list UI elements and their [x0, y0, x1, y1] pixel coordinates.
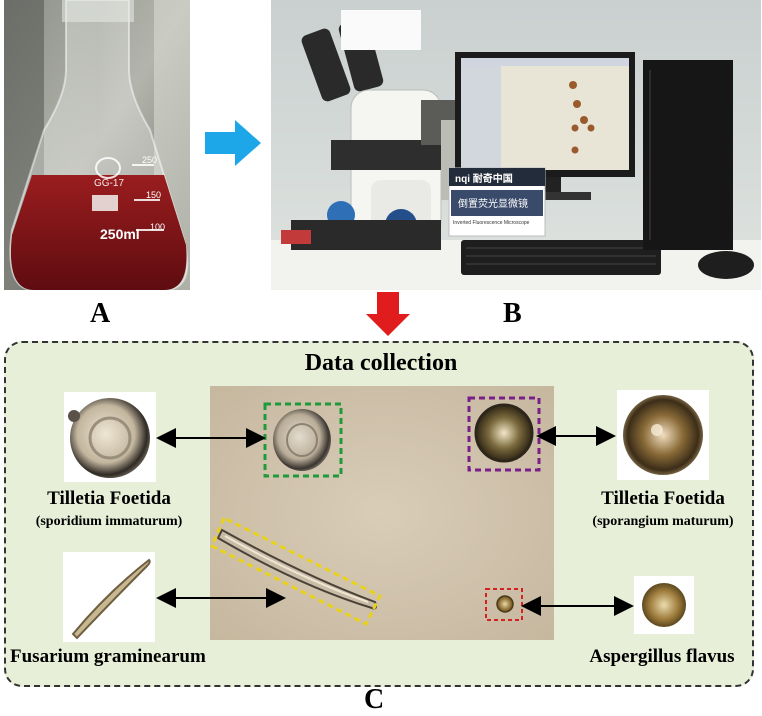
- thumb-tilletia-immature: [64, 392, 156, 482]
- microscope-photo: nqi 耐奇中国 倒置荧光显微镜 Inverted Fluorescence M…: [271, 0, 761, 290]
- species-name-1: Tilletia Foetida: [47, 488, 171, 509]
- sign-title: 倒置荧光显微镜: [458, 199, 528, 210]
- flask-mark-250: 250: [142, 155, 158, 165]
- blue-arrow-icon: [205, 120, 261, 166]
- panel-label-c: C: [364, 684, 385, 715]
- thumb-tilletia-mature: [617, 390, 709, 480]
- micrograph: [210, 386, 554, 640]
- flask-photo: GG-17 250 150 100 250ml: [4, 0, 190, 290]
- flask-mark-100: 100: [150, 222, 166, 232]
- data-collection-title: Data collection: [304, 350, 458, 376]
- species-note-2: (sporangium maturum): [592, 514, 734, 529]
- sign-brand: nqi 耐奇中国: [455, 174, 513, 185]
- panel-label-b: B: [503, 298, 522, 329]
- thumb-aspergillus: [634, 576, 694, 634]
- species-name-3: Fusarium graminearum: [10, 646, 206, 667]
- flask-mark-150: 150: [146, 190, 162, 200]
- red-arrow-icon: [366, 292, 410, 336]
- flask-brand-text: GG-17: [94, 178, 125, 189]
- yellow-selection-box: [210, 515, 383, 627]
- species-note-1: (sporidium immaturum): [35, 514, 183, 529]
- sign-subtitle: Inverted Fluorescence Microscope: [453, 220, 530, 226]
- panel-label-a: A: [90, 298, 111, 329]
- species-name-4: Aspergillus flavus: [589, 646, 735, 667]
- species-name-2: Tilletia Foetida: [601, 488, 725, 509]
- thumb-fusarium: [63, 552, 155, 642]
- flask-volume-label: 250ml: [100, 226, 140, 242]
